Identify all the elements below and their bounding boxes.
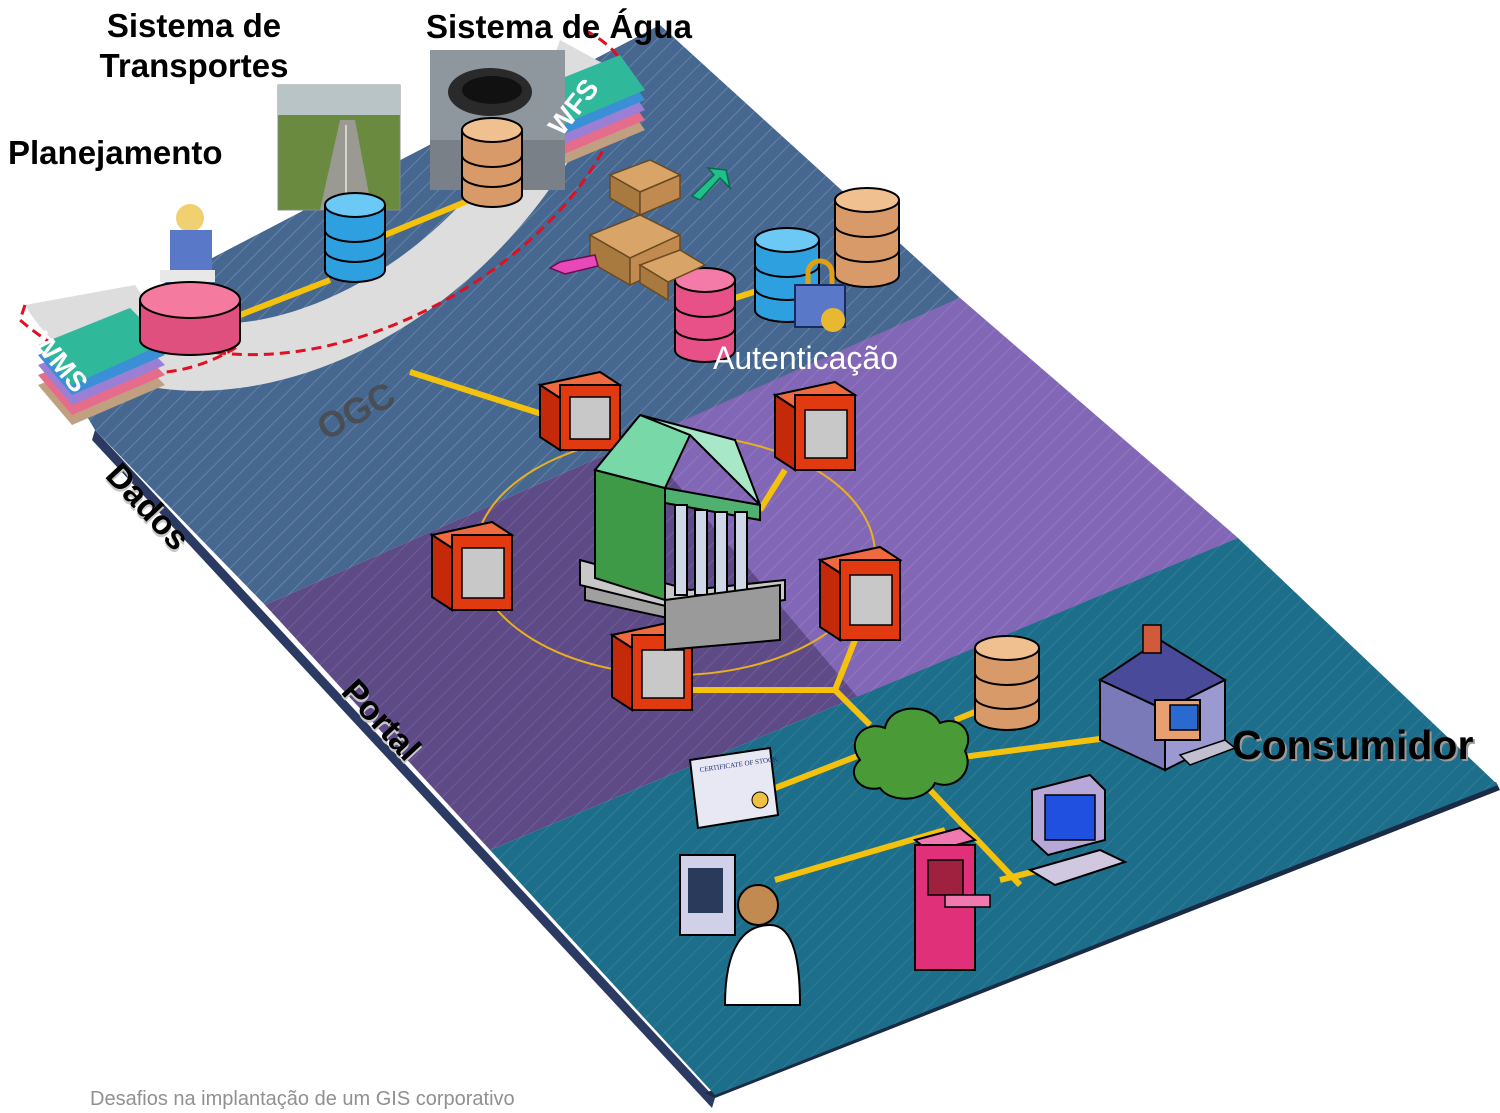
db-pink-1 [139, 281, 241, 356]
autenticacao-label: Autenticação [713, 340, 899, 376]
sistema-agua-label: Sistema de Água [426, 8, 692, 45]
highway-photo [277, 84, 401, 211]
planejamento-label: Planejamento [8, 134, 223, 171]
certificate-icon: CERTIFICATE OF STOCK [688, 746, 780, 830]
connectors [238, 197, 1131, 888]
server-box-top-right [772, 380, 858, 472]
consumidor-label: Consumidor [1232, 722, 1474, 768]
footer-caption: Desafios na implantação de um GIS corpor… [90, 1088, 515, 1110]
arrow-pink [548, 254, 599, 275]
server-box-left [429, 520, 515, 612]
boxes-cluster [588, 159, 707, 302]
portal-building-icon [579, 413, 786, 652]
server-box-right [817, 545, 903, 642]
sistema-transportes-label: Sistema de Transportes [99, 7, 289, 84]
planner-figure [160, 204, 215, 282]
desktop-computer-icon [1027, 773, 1128, 887]
wms-layer-stack [38, 308, 165, 425]
db-tan-consumer [974, 635, 1040, 731]
server-box-top-left [537, 370, 623, 452]
arrow-green [690, 167, 732, 201]
db-pink-2 [674, 267, 736, 363]
db-blue-1 [324, 192, 386, 283]
kiosk-icon [912, 826, 991, 971]
operator-figure [679, 854, 802, 1006]
lock-icon [794, 258, 846, 332]
dados-layer-hatch [45, 25, 960, 605]
cloud-icon [853, 707, 970, 800]
platform-edge [92, 430, 715, 1108]
db-tan-2 [834, 187, 900, 288]
portal-layer-hatch [265, 298, 1238, 850]
db-tan-1 [461, 117, 523, 208]
house-computer-icon [1097, 624, 1237, 772]
